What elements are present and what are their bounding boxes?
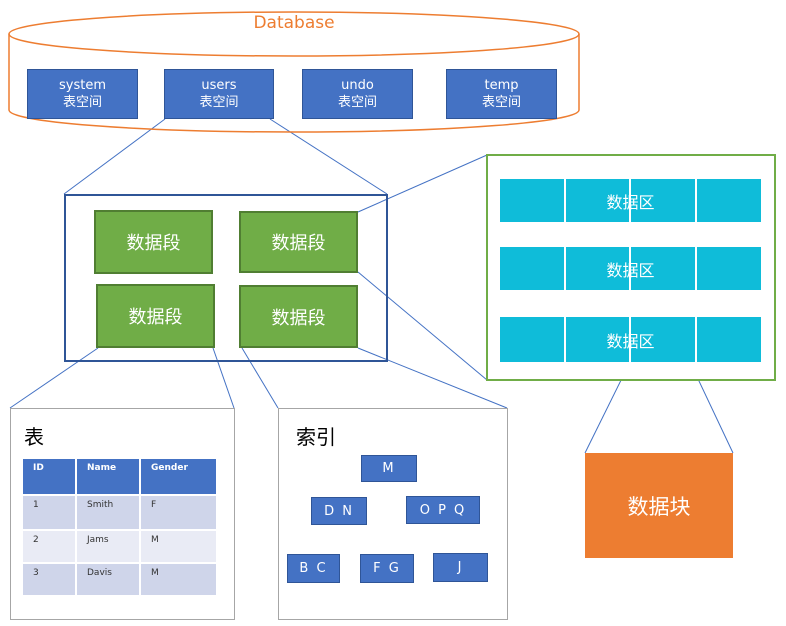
table-cell: 1 (23, 496, 75, 529)
database-title: Database (253, 13, 335, 33)
tablespace-label: 表空间 (199, 95, 239, 110)
data-segment-2[interactable]: 数据段 (239, 211, 358, 273)
tablespace-temp[interactable]: temp 表空间 (446, 69, 557, 119)
connector-users-left (63, 118, 166, 195)
data-segment-1[interactable]: 数据段 (94, 210, 213, 274)
index-node-leaf[interactable]: J (433, 553, 488, 582)
table-header-gender: Gender (141, 459, 216, 494)
connector-segment-to-table-left (9, 347, 99, 409)
tablespace-label: 表空间 (62, 95, 102, 110)
data-extent-label: 数据区 (606, 331, 655, 351)
tablespace-users[interactable]: users 表空间 (164, 69, 274, 119)
table-cell: Smith (77, 496, 139, 529)
table-header-name: Name (77, 459, 139, 494)
tablespace-label: 表空间 (481, 95, 521, 110)
table-cell: M (141, 531, 216, 562)
index-node-leaf[interactable]: B C (287, 554, 340, 583)
index-node-left[interactable]: D N (311, 497, 367, 525)
connector-segment-to-index-right (357, 347, 508, 409)
tablespace-name: users (201, 78, 237, 93)
cylinder-body (8, 34, 580, 133)
tablespace-name: system (59, 78, 106, 93)
data-extent-label: 数据区 (606, 192, 655, 212)
data-extent-1[interactable] (500, 179, 761, 222)
table-cell: Jams (77, 531, 139, 562)
table-header-id: ID (23, 459, 75, 494)
connector-users-right (269, 118, 388, 195)
connector-segment-to-extent-top (357, 154, 488, 213)
tablespace-name: undo (341, 78, 374, 93)
table-cell: 2 (23, 531, 75, 562)
index-title: 索引 (296, 425, 336, 449)
table-cell: Davis (77, 564, 139, 595)
database-cylinder (8, 11, 580, 133)
tablespace-system[interactable]: system 表空间 (27, 69, 138, 119)
tablespace-name: temp (484, 78, 519, 93)
segment-container (64, 194, 388, 362)
connector-segment-to-index-left (241, 347, 279, 409)
table-cell: M (141, 564, 216, 595)
connector-segment-to-extent-bottom (357, 271, 488, 381)
data-block[interactable]: 数据块 (585, 453, 733, 558)
data-extent-3[interactable] (500, 317, 761, 362)
table-cell: 3 (23, 564, 75, 595)
index-node-root[interactable]: M (361, 455, 417, 482)
index-node-leaf[interactable]: F G (360, 554, 414, 583)
table-cell: F (141, 496, 216, 529)
table-title: 表 (24, 425, 44, 449)
data-segment-4[interactable]: 数据段 (239, 285, 358, 348)
data-segment-3[interactable]: 数据段 (96, 284, 215, 348)
data-extent-2[interactable] (500, 247, 761, 290)
tablespace-undo[interactable]: undo 表空间 (302, 69, 413, 119)
connector-segment-to-table-right (212, 347, 235, 409)
data-extent-label: 数据区 (606, 260, 655, 280)
tablespace-label: 表空间 (337, 95, 377, 110)
index-node-right[interactable]: O P Q (406, 496, 480, 524)
